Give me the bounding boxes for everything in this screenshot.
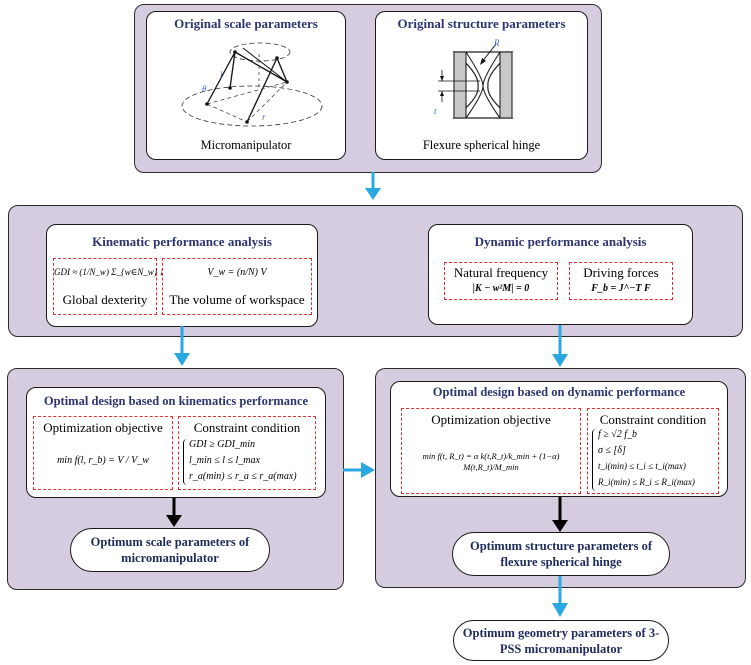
dynamic-objective-equation: min f(t, R_t) = α k(t,R_t)/k_min + (1−α)… [422,451,560,472]
dynamic-constraint-line-1: f ≥ √2 f_b [598,429,638,440]
scale-parameters-title: Original scale parameters [174,16,318,31]
kinematics-objective-box: Optimization objective min f(l, r_b) = V… [33,416,173,490]
natural-frequency-box: Natural frequency |K − w²M| = 0 [444,262,558,300]
optimum-geometry-parameters: Optimum geometry parameters of 3-PSS mic… [453,620,669,661]
dynamic-constraint-box: Constraint condition f ≥ √2 f_b σ ≤ [δ] … [587,408,719,494]
workspace-volume-label: The volume of workspace [169,292,305,307]
flexure-hinge-figure: R t [434,38,514,119]
dynamic-objective-label: Optimization objective [431,412,551,427]
global-dexterity-box: GDI ≈ (1/N_w) Σ_{w∈N_w} 1/k Global dexte… [53,258,171,315]
arrow-dyn-result-to-final [552,576,568,617]
arrow-middle-to-right [552,325,568,367]
optimum-scale-parameters: Optimum scale parameters of micromanipul… [70,528,270,572]
dynamic-constraint-brace [592,429,597,491]
global-dexterity-label: Global dexterity [62,292,148,307]
structure-parameters-caption: Flexure spherical hinge [422,138,541,152]
arrow-left-to-right [343,462,375,478]
scale-parameters-caption: Micromanipulator [200,138,292,152]
natural-frequency-label: Natural frequency [453,265,549,280]
kinematics-objective-label: Optimization objective [43,420,163,435]
arrow-dyn-to-result [552,497,568,532]
kinematics-constraint-line-2: l_min ≤ l ≤ l_max [189,455,260,466]
kinematics-objective-equation: min f(l, r_b) = V / V_w [57,455,149,466]
scale-parameters-card: Original scale parameters θ l r Microman… [146,11,346,160]
dynamic-constraint-line-2: σ ≤ [δ] [598,445,626,456]
kinematics-design-card: Optimal design based on kinematics perfo… [26,387,326,498]
kinematics-constraint-label: Constraint condition [193,420,301,435]
kinematics-design-title: Optimal design based on kinematics perfo… [43,394,309,408]
optimum-structure-parameters: Optimum structure parameters of flexure … [452,532,670,576]
R-label: R [493,38,500,48]
natural-frequency-equation: |K − w²M| = 0 [472,283,530,294]
dynamic-analysis-title: Dynamic performance analysis [474,234,647,249]
arrow-middle-to-left [174,326,190,366]
workspace-equation: V_w = (n/N) V [207,267,267,278]
dynamic-design-title: Optimal design based on dynamic performa… [432,385,686,399]
dynamic-constraint-line-4: R_i(min) ≤ R_i ≤ R_i(max) [598,477,695,487]
kinematics-constraint-box: Constraint condition GDI ≥ GDI_min l_min… [178,416,316,490]
structure-parameters-title: Original structure parameters [397,16,566,31]
driving-forces-label: Driving forces [583,265,659,280]
structure-parameters-card: Original structure parameters R t Flexur… [375,11,588,160]
arrow-kin-to-result [166,498,182,527]
kinematics-constraint-line-3: r_a(min) ≤ r_a ≤ r_a(max) [189,471,297,482]
gdi-equation: GDI ≈ (1/N_w) Σ_{w∈N_w} 1/k [54,267,171,277]
driving-forces-equation: F_b = J^−T F [591,283,651,294]
dynamic-constraint-line-3: t_i(min) ≤ t_i ≤ t_i(max) [598,461,686,471]
dynamic-design-card: Optimal design based on dynamic performa… [390,381,728,497]
driving-forces-box: Driving forces F_b = J^−T F [569,262,673,300]
kinematic-analysis-title: Kinematic performance analysis [92,234,272,249]
dynamic-constraint-label: Constraint condition [599,412,707,427]
l-label: l [220,70,223,80]
constraint-brace [183,439,188,485]
kinematics-constraint-line-1: GDI ≥ GDI_min [189,439,256,450]
dynamic-objective-box: Optimization objective min f(t, R_t) = α… [401,408,581,494]
kinematic-analysis-card: Kinematic performance analysis GDI ≈ (1/… [46,224,318,327]
workspace-volume-box: V_w = (n/N) V The volume of workspace [162,258,312,315]
micromanipulator-figure: θ l r [181,42,323,127]
theta-label: θ [202,84,207,94]
arrow-top-to-middle [365,172,381,200]
r-label: r [262,112,266,122]
t-label: t [434,106,437,116]
dynamic-analysis-card: Dynamic performance analysis Natural fre… [428,224,693,325]
